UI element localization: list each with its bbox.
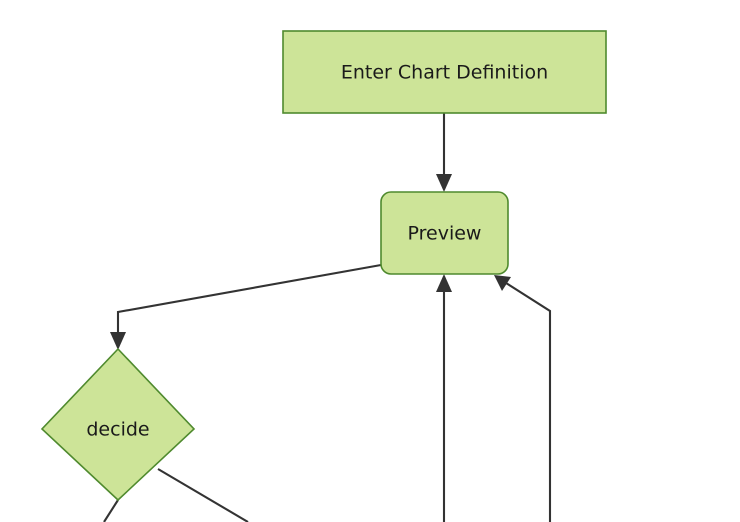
arrow-head-icon <box>110 332 126 350</box>
edge-offscreen-right-to-preview <box>494 275 552 522</box>
edge-enter-to-preview <box>436 113 452 192</box>
edge-line <box>505 282 552 522</box>
arrow-head-icon <box>494 275 511 291</box>
node-enter-chart-definition[interactable]: Enter Chart Definition <box>282 30 607 114</box>
edge-offscreen-center-to-preview <box>436 274 452 522</box>
edge-line <box>103 499 119 522</box>
node-shape-rounded-rectangle[interactable] <box>380 191 509 275</box>
arrow-head-icon <box>436 174 452 192</box>
arrow-head-icon <box>436 274 452 292</box>
node-preview[interactable]: Preview <box>380 191 509 275</box>
node-label: Preview <box>408 223 482 245</box>
node-decide[interactable]: decide <box>40 347 196 502</box>
node-label: decide <box>86 419 149 441</box>
node-label: Enter Chart Definition <box>341 62 548 84</box>
node-shape-rectangle[interactable] <box>282 30 607 114</box>
edge-line <box>116 263 382 340</box>
edge-decide-right-out <box>157 468 249 522</box>
node-shape-diamond[interactable] <box>40 347 196 502</box>
edge-decide-left-out <box>103 499 119 522</box>
node-layer: Enter Chart Definition Preview decide <box>40 30 607 502</box>
edge-layer <box>103 113 552 522</box>
edge-preview-to-decide <box>110 263 382 350</box>
edge-line <box>157 468 249 522</box>
